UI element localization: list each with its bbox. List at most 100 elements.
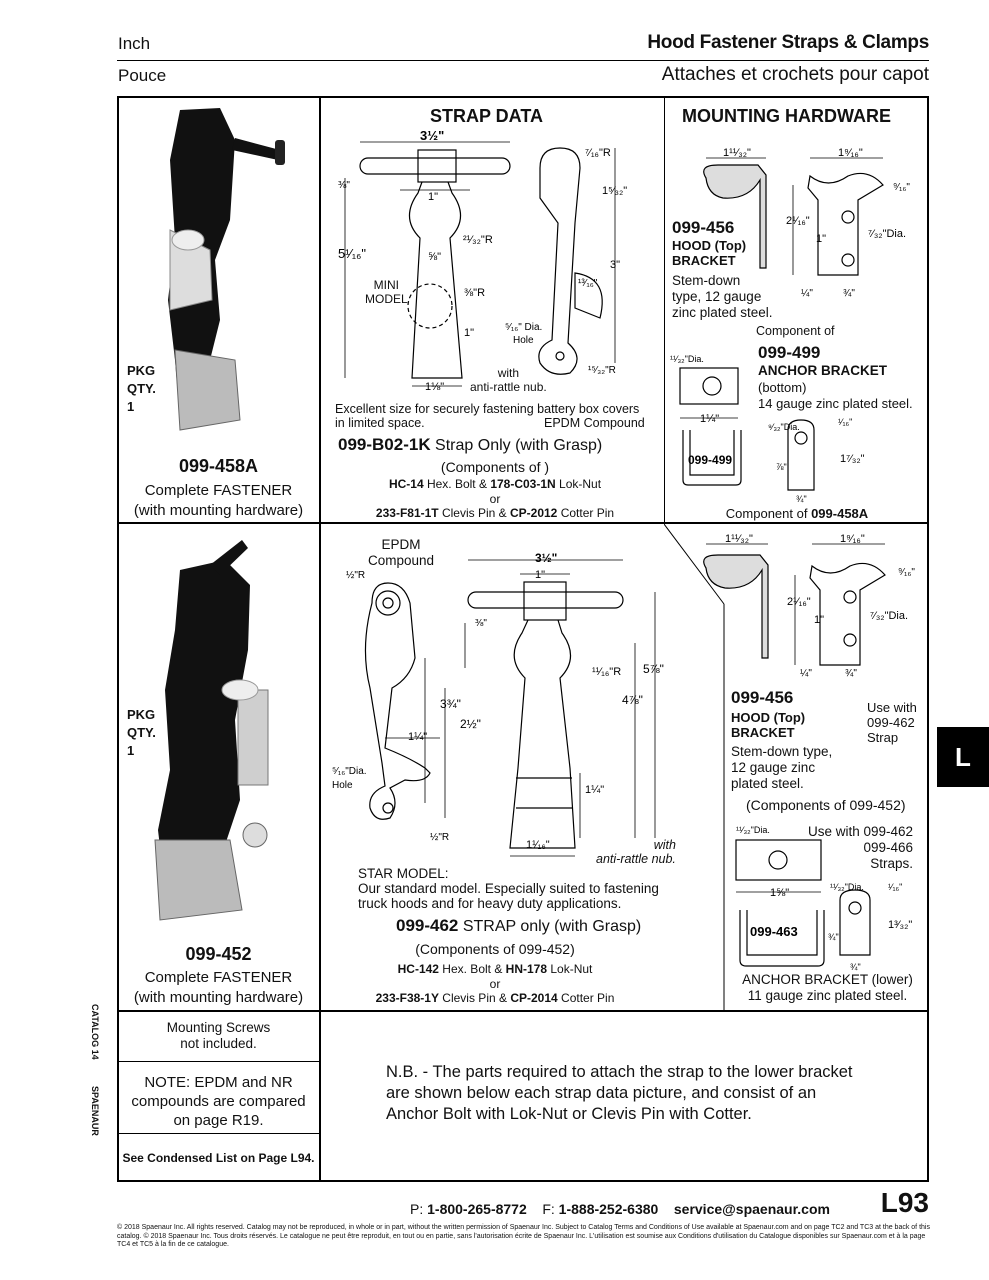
phone-link[interactable]: 1-800-265-8772 (427, 1201, 527, 1217)
anchor-dim-b-mid: 1⅝" (770, 887, 789, 899)
desc2-top: (with mounting hardware) (133, 502, 304, 519)
dim-d4: 5¹⁄₁₆" (338, 246, 366, 261)
dim-d3: ⅜" (338, 180, 350, 191)
dim-d6: ⅝" (428, 251, 441, 263)
with-nub-top: with anti-rattle nub. (470, 366, 547, 394)
anchor-dim-b-top: 1¼" (700, 413, 719, 425)
hood-dim-g-mid: ¼" (800, 667, 812, 679)
hood-dim-g-top: ¼" (801, 287, 813, 299)
use-with2-middle: Use with 099-462 099-466 Straps. (808, 824, 914, 871)
dim-d15: Hole (513, 335, 534, 346)
hood-dim-d-mid: 2¹⁄₁₆" (787, 596, 811, 608)
comp-line1-top: HC-14 Hex. Bolt & 178-C03-1N Lok-Nut (388, 477, 602, 491)
dim-d13: ¹³⁄₁₆" (578, 278, 598, 289)
component-of-bottom-top: Component of 099-458A (725, 506, 869, 521)
part-no-top: 099-458A (178, 456, 259, 476)
footer-contacts: P: 1-800-265-8772 F: 1-888-252-6380 serv… (410, 1201, 830, 1217)
with-nub-middle: with anti-rattle nub. (596, 838, 676, 866)
col-divider (319, 96, 321, 1182)
comp-line2-middle: 233-F38-1Y Clevis Pin & CP-2014 Cotter P… (375, 991, 615, 1005)
dim-mid-d10: ⁵⁄₁₆"Dia. (332, 766, 367, 777)
dim-d10: ⁷⁄₁₆"R (585, 147, 611, 159)
strap-note-top: Excellent size for securely fastening ba… (335, 402, 640, 430)
comp-line1-middle: HC-142 Hex. Bolt & HN-178 Lok-Nut (397, 962, 593, 976)
page-title: Hood Fastener Straps & Clamps (647, 32, 929, 53)
dim-mid-d6: 3¾" (440, 697, 461, 711)
hood-dim-e-top: 1" (816, 233, 826, 245)
epdm-top: EPDM Compound (544, 416, 645, 430)
nb-note: N.B. - The parts required to attach the … (386, 1063, 853, 1123)
dim-d8: 1" (464, 327, 474, 339)
dim-mid-d4: ¹¹⁄₁₆"R (592, 666, 621, 678)
fastener-photo-top (168, 108, 285, 431)
row-divider-2 (117, 1010, 929, 1012)
or-middle: or (489, 977, 501, 991)
mini-model: MINI MODEL (365, 278, 408, 306)
strap-drawing-middle: ½"R 3½" 1" ⅜" ¹¹⁄₁₆"R 5⅞" 3¾" 2½" 4⅞" 1¼… (332, 551, 664, 857)
strap-line-middle: 099-462 STRAP only (with Grasp) (396, 916, 642, 935)
mid-mount-divider (664, 524, 725, 1010)
anchor-dim-a-mid: ¹¹⁄₃₂"Dia. (736, 825, 770, 835)
anchor-dim-f-top: ⅞" (776, 462, 787, 472)
dim-d12: 3" (610, 259, 620, 271)
hood-dim-h-mid: ¾" (845, 668, 857, 679)
dim-d16: ¹⁵⁄₃₂"R (588, 365, 616, 376)
hood-name-middle: HOOD (Top) BRACKET (731, 710, 806, 740)
anchor-label-top: 099-499 (688, 453, 732, 467)
dim-d2: 1" (428, 191, 438, 203)
anchor-dim-e-mid: 1³⁄₃₂" (888, 919, 912, 931)
fax-number: 1-888-252-6380 (558, 1201, 659, 1217)
desc1-top: Complete FASTENER (144, 482, 293, 499)
mount-drawing-middle: 1¹¹⁄₃₂" 1⁹⁄₁₆" ⁹⁄₁₆" 2¹⁄₁₆" 1" ⁷⁄₃₂"Dia.… (703, 533, 915, 972)
anchor-dim-e-top: 1⁷⁄₃₂" (840, 453, 865, 465)
dim-mid-d5: 5⅞" (643, 662, 664, 676)
row-divider-1 (117, 522, 929, 524)
components-middle: (Components of 099-452) (415, 941, 575, 957)
dim-mid-d13: ½"R (430, 832, 449, 843)
anchor-dim-c-mid: ¹¹⁄₃₂"Dia. (830, 882, 864, 892)
hood-name-top: HOOD (Top) BRACKET (672, 238, 747, 268)
strap-line-top: 099-B02-1K Strap Only (with Grasp) (338, 435, 603, 454)
dim-d11: 1⁵⁄₃₂" (602, 185, 627, 197)
email-link[interactable]: service@spaenaur.com (673, 1201, 830, 1217)
anchor-dim-g-top: ¾" (796, 494, 807, 504)
header-rule (117, 60, 929, 61)
hood-dim-f-top: ⁷⁄₃₂"Dia. (868, 228, 906, 240)
comp-line2-top: 233-F81-1T Clevis Pin & CP-2012 Cotter P… (375, 506, 615, 520)
pkg-qty-middle: PKG QTY. 1 (127, 707, 156, 758)
page-number: L93 (880, 1187, 929, 1218)
or-top: or (489, 492, 501, 506)
hood-dim-d-top: 2¹⁄₁₆" (786, 215, 810, 227)
desc2-middle: (with mounting hardware) (133, 989, 304, 1006)
dim-mid-d7: 2½" (460, 717, 481, 731)
desc1-middle: Complete FASTENER (144, 969, 293, 986)
condensed-list-link[interactable]: See Condensed List on Page L94. (122, 1151, 315, 1165)
dim-mid-d12: 1¼" (585, 784, 604, 796)
hood-dim-b-top: 1⁹⁄₁₆" (838, 147, 863, 159)
brand-side-label: SPAENAUR (90, 1086, 100, 1136)
mounting-screws-note: Mounting Screws not included. (166, 1020, 271, 1051)
anchor-dim-a-top: ¹¹⁄₃₂"Dia. (670, 354, 704, 364)
section-tab-l[interactable]: L (937, 727, 989, 787)
hood-dim-a-top: 1¹¹⁄₃₂" (723, 147, 751, 159)
top-mount-divider (664, 96, 665, 524)
use-with-middle: Use with 099-462 Strap (867, 700, 917, 745)
dim-d14: ⁵⁄₁₆" Dia. (505, 322, 542, 333)
hood-dim-h-top: ¾" (843, 288, 855, 299)
strap-note-middle: Our standard model. Especially suited to… (358, 881, 659, 911)
dim-d1: 3½" (420, 128, 444, 143)
anchor-part-top: 099-499 (758, 343, 821, 362)
dim-mid-d14: 1¹⁄₁₆" (526, 839, 550, 851)
dim-mid-d9: 1¼" (408, 731, 427, 743)
bottom-cell-2 (117, 1133, 320, 1134)
catalog-side-label: CATALOG 14 (90, 1004, 100, 1060)
components-of-middle: (Components of 099-452) (746, 797, 906, 813)
fastener-photo-middle (154, 540, 269, 921)
hood-dim-b-mid: 1⁹⁄₁₆" (840, 533, 865, 545)
anchor-label-mid: 099-463 (750, 924, 798, 939)
hood-desc-middle: Stem-down type, 12 gauge zinc plated ste… (731, 744, 833, 791)
anchor-dim-g-mid: ¾" (850, 962, 861, 972)
mount-drawing-top: 1¹¹⁄₃₂" 1⁹⁄₁₆" ⁹⁄₁₆" 2¹⁄₁₆" 1" ⁷⁄₃₂"Dia.… (670, 147, 910, 504)
anchor-dim-d-mid: ¹⁄₁₆" (888, 882, 902, 892)
dim-mid-d1: 3½" (535, 551, 557, 565)
